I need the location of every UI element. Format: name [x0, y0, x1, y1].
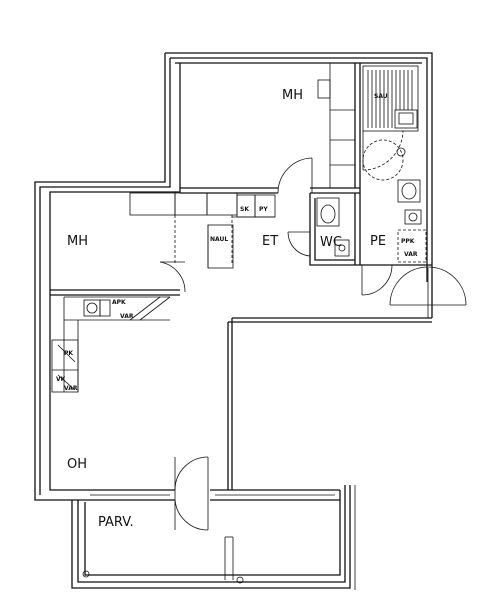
room-label-parv: PARV.: [98, 515, 134, 530]
ppk-label: PPK: [401, 238, 415, 245]
room-label-mh-left: MH: [67, 234, 88, 249]
room-label-mh-top: MH: [282, 88, 303, 103]
room-label-wc: WC: [320, 235, 342, 250]
py-label: PY: [259, 206, 268, 213]
wardrobes-mid: NAUL: [129, 192, 238, 293]
apk-label: APK: [112, 299, 126, 306]
room-label-et: ET: [262, 234, 278, 249]
outer-walls: [34, 52, 433, 501]
var-left-label: VAR: [64, 385, 78, 392]
var-kitchen-label: VAR: [120, 313, 134, 320]
room-label-oh: OH: [67, 457, 87, 472]
pk-label: PK: [64, 350, 73, 357]
wc-room: [287, 193, 355, 266]
naul-label: NAUL: [210, 236, 228, 243]
kitchen: APK VAR PK VK VAR: [50, 289, 180, 393]
sau-label: SAU: [374, 93, 388, 100]
room-labels: MH MH ET WC PE OH PARV.: [67, 88, 386, 530]
sk-label: SK: [240, 206, 249, 213]
balcony-door: [174, 456, 209, 531]
sauna: SAU: [362, 65, 419, 171]
balcony: [71, 485, 356, 590]
var-bath-label: VAR: [404, 251, 418, 258]
bathroom-pe: PPK VAR: [354, 139, 467, 318]
bedroom-top-wardrobes: [180, 63, 361, 194]
room-label-pe: PE: [370, 234, 386, 249]
vk-label: VK: [56, 376, 66, 383]
hallway: SK PY: [174, 194, 276, 265]
